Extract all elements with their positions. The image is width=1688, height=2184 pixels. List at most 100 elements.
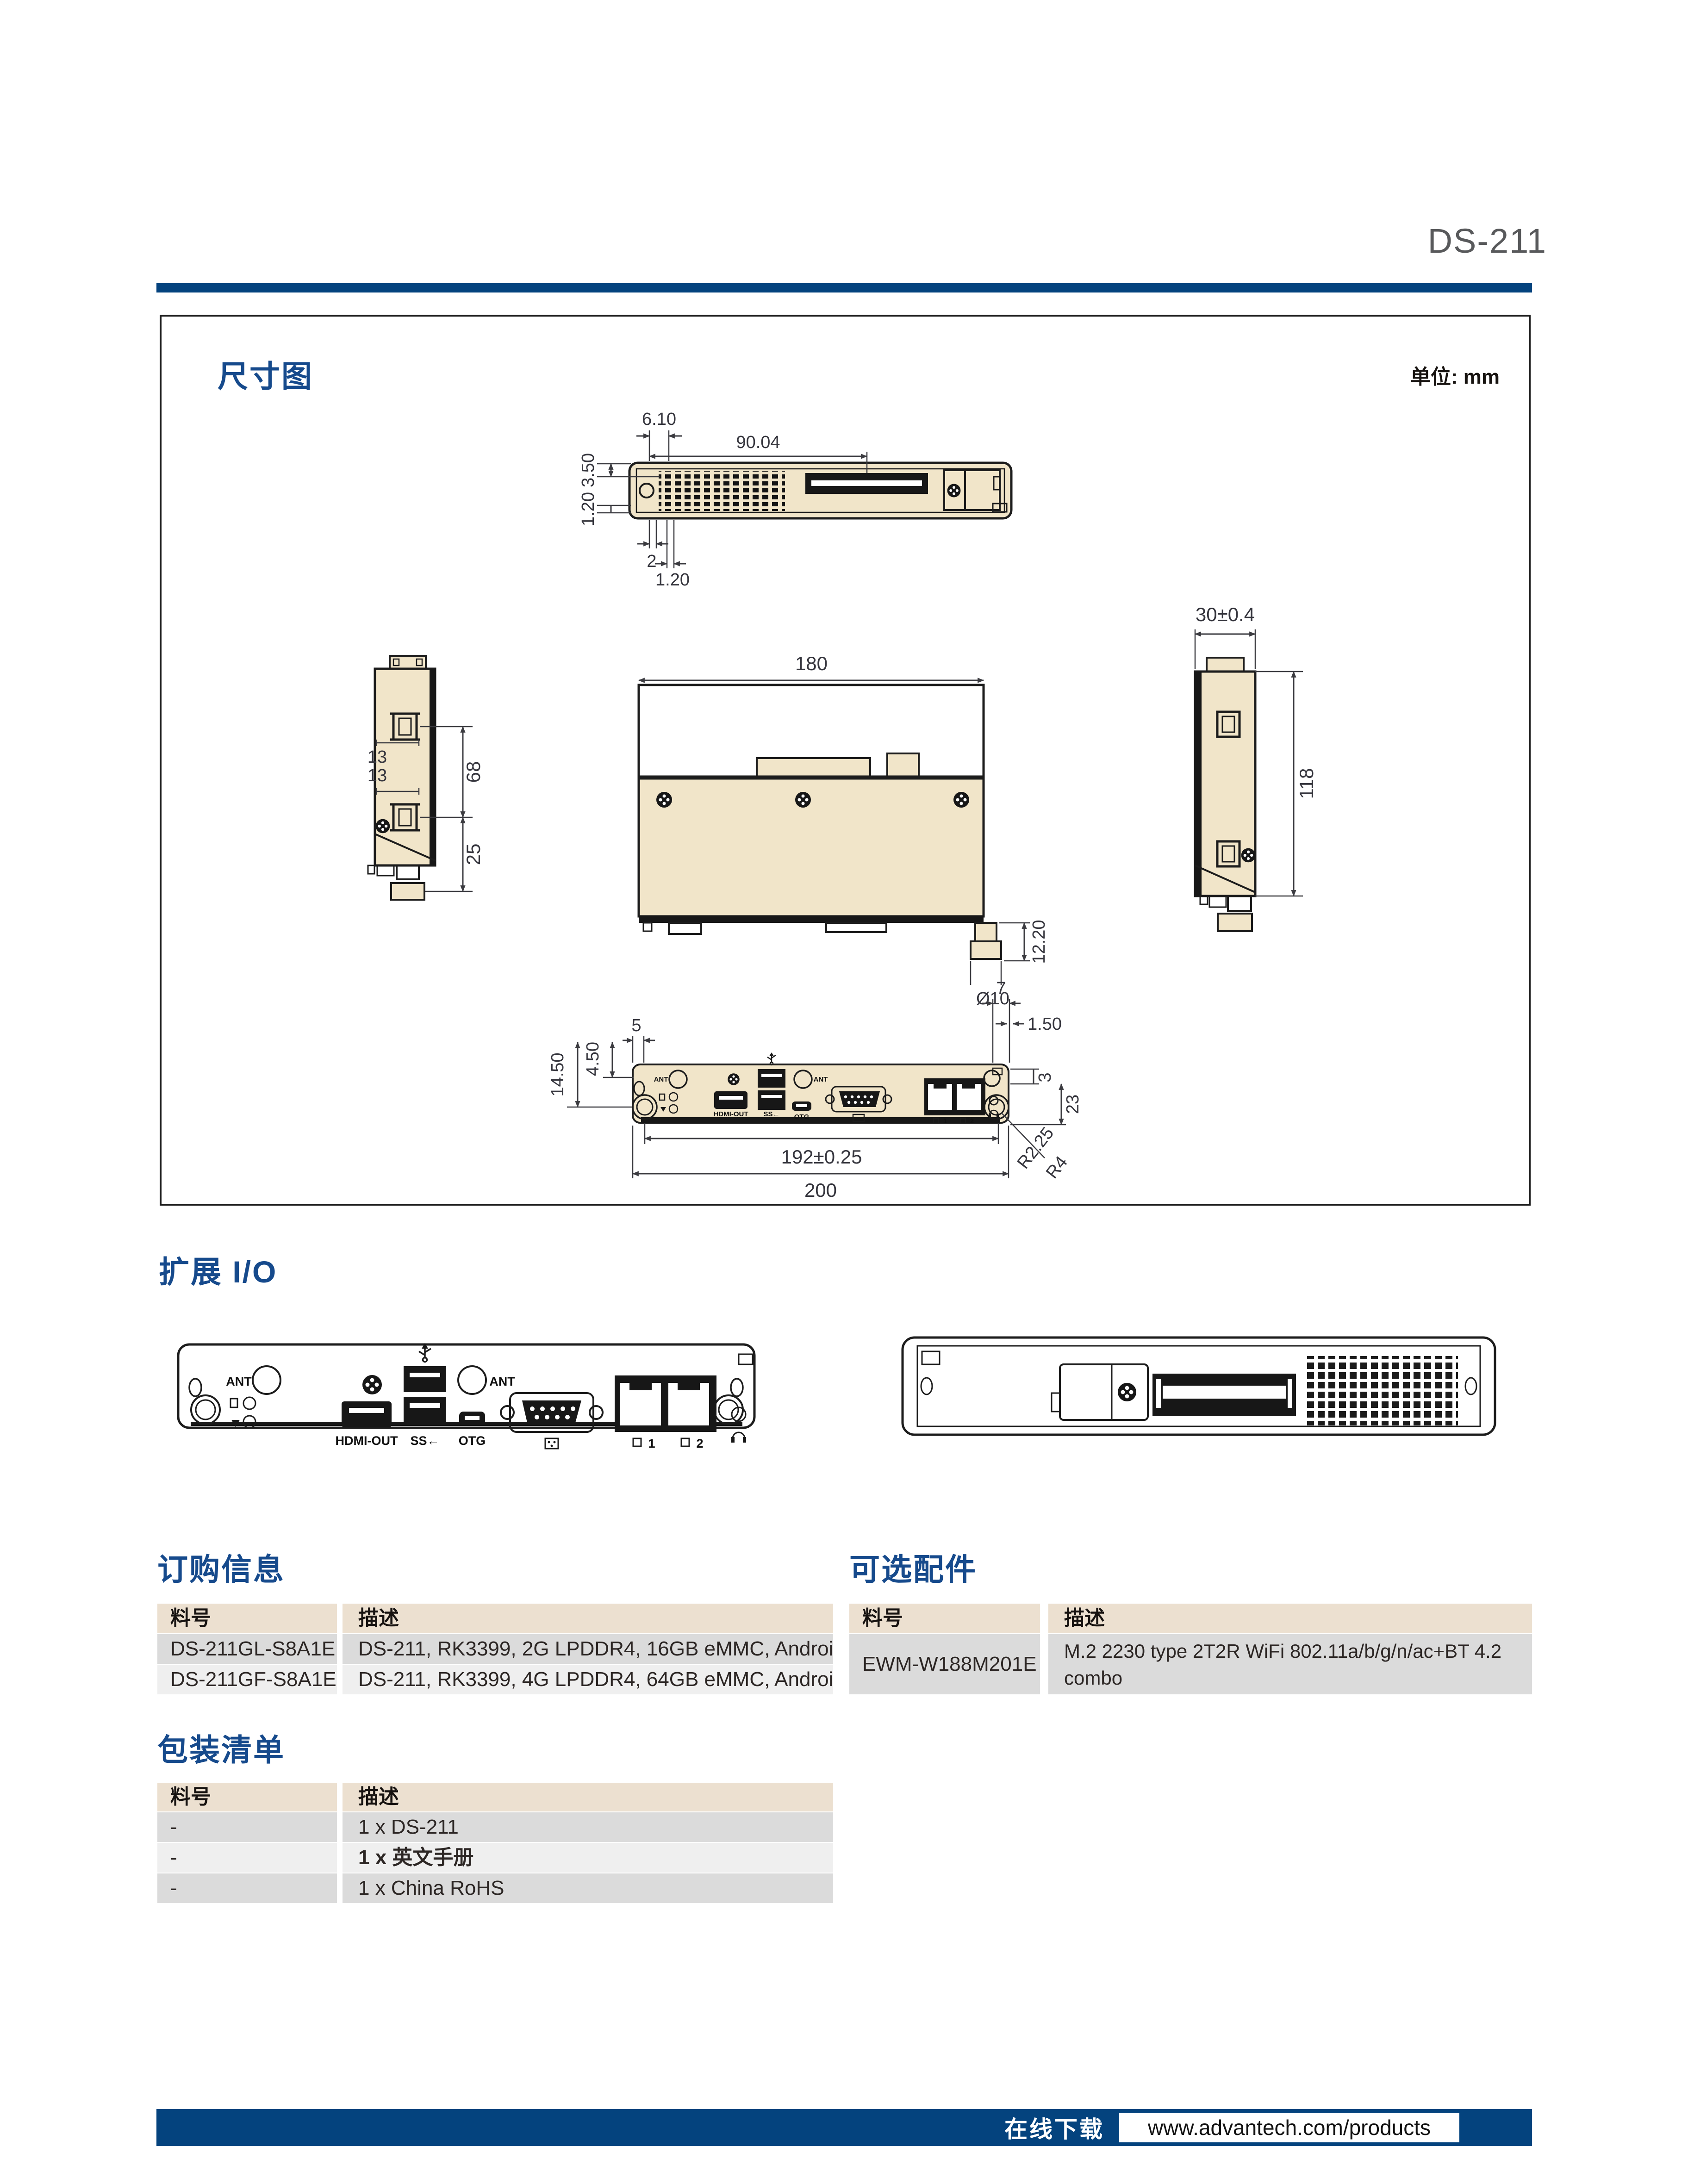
col-part-number: 料号 — [157, 1783, 337, 1811]
table-header: 料号 描述 — [849, 1604, 1532, 1633]
table-row: EWM-W188M201E M.2 2230 type 2T2R WiFi 80… — [849, 1634, 1532, 1694]
column-gap — [337, 1873, 343, 1903]
lan-ports: 1 2 — [924, 1078, 985, 1125]
dimension-drawings: 6.10 90.04 3.50 1.20 2 1.20 180 — [367, 410, 1317, 1201]
serial-icon — [544, 1437, 559, 1450]
table-header: 料号 描述 — [157, 1783, 833, 1811]
page-title: DS-211 — [1427, 222, 1547, 260]
usb3-port — [404, 1366, 446, 1392]
lan-icon — [933, 1117, 940, 1124]
column-gap — [337, 1604, 343, 1633]
lan1-label: 1 — [943, 1117, 947, 1125]
view-front: ANT HDMI-OUT SS← OTG ANT — [548, 979, 1083, 1201]
table-row: - 1 x DS-211 — [157, 1812, 833, 1842]
accessories-table: 料号 描述 EWM-W188M201E M.2 2230 type 2T2R W… — [849, 1604, 1532, 1695]
view-bottom: 6.10 90.04 3.50 1.20 2 1.20 — [579, 410, 1013, 590]
lan2-label: 2 — [696, 1437, 703, 1450]
screw-icon — [362, 1375, 382, 1394]
ordering-table: 料号 描述 DS-211GL-S8A1E DS-211, RK3399, 2G … — [157, 1604, 833, 1695]
part-number: DS-211GF-S8A1E — [157, 1665, 337, 1694]
table-row: - 1 x China RoHS — [157, 1873, 833, 1903]
ant2-label: ANT — [489, 1375, 515, 1388]
part-number: DS-211GL-S8A1E — [157, 1634, 337, 1664]
dimension-heading: 尺寸图 — [218, 359, 313, 393]
col-description: 描述 — [1048, 1604, 1532, 1633]
usb-icon — [418, 1343, 431, 1363]
dim-label-radius-b: R4 — [1042, 1153, 1071, 1182]
part-number: - — [157, 1873, 337, 1903]
col-part-number: 料号 — [849, 1604, 1040, 1633]
dim-label-front-a: 5 — [631, 1016, 641, 1035]
view-left-side: 13 13 68 25 — [367, 655, 484, 901]
column-gap — [337, 1665, 343, 1694]
table-row: DS-211GF-S8A1E DS-211, RK3399, 4G LPDDR4… — [157, 1665, 833, 1694]
hdmi-port — [342, 1401, 392, 1427]
description: DS-211, RK3399, 4G LPDDR4, 64GB eMMC, An… — [343, 1665, 833, 1694]
dim-label-lip: 3.50 — [579, 453, 598, 487]
dim-label-edge-b: 1.20 — [655, 570, 690, 590]
vent-grid — [1305, 1356, 1458, 1425]
ant-label: ANT — [654, 1076, 668, 1083]
io-heading: 扩展 I/O — [159, 1255, 278, 1289]
ant2-label: ANT — [814, 1076, 828, 1083]
screw-icon — [795, 792, 811, 808]
lan-ports: 1 2 — [615, 1375, 716, 1450]
download-label: 在线下载 — [1004, 2116, 1104, 2142]
serial-port — [500, 1392, 604, 1450]
lan-icon — [632, 1437, 642, 1447]
view-top: 180 12.20 Ø10 — [637, 653, 1049, 1008]
packing-table: 料号 描述 - 1 x DS-211 - 1 x 英文手册 - 1 x Chin… — [157, 1783, 833, 1904]
column-gap — [337, 1634, 343, 1664]
lan1-label: 1 — [648, 1437, 655, 1450]
col-part-number: 料号 — [157, 1604, 337, 1633]
screw-icon — [953, 792, 969, 808]
serial-icon — [852, 1114, 865, 1122]
unit-label: 单位: mm — [1410, 366, 1500, 388]
usb3-label: SS← — [763, 1110, 779, 1118]
otg-label: OTG — [459, 1434, 486, 1448]
description: 1 x 英文手册 — [343, 1843, 833, 1873]
accessories-heading: 可选配件 — [849, 1552, 977, 1587]
dim-label-foot-offset: 25 — [462, 844, 484, 865]
dim-label-width: 180 — [795, 653, 828, 674]
dim-label-bracket-bottom: 13 — [367, 766, 387, 785]
table-row: DS-211GL-S8A1E DS-211, RK3399, 2G LPDDR4… — [157, 1634, 833, 1664]
dim-label-vent-offset: 6.10 — [642, 410, 676, 429]
screw-icon — [375, 819, 390, 834]
usb3-port — [758, 1069, 785, 1088]
usb2-port — [404, 1397, 446, 1425]
view-right-side: 30±0.4 118 — [1194, 604, 1317, 932]
column-gap — [1040, 1634, 1048, 1694]
part-number: - — [157, 1843, 337, 1873]
description: 1 x DS-211 — [343, 1812, 833, 1842]
lan-icon — [959, 1117, 966, 1124]
screw-icon — [656, 792, 672, 808]
edge-connector — [1152, 1374, 1296, 1416]
ant-label: ANT — [226, 1375, 252, 1388]
dim-label-front-c: 14.50 — [548, 1052, 567, 1096]
header-rule — [156, 283, 1532, 292]
dim-label-bracket-top: 13 — [367, 747, 387, 767]
url-box[interactable]: www.advantech.com/products — [1119, 2113, 1459, 2142]
usb-icon — [767, 1052, 776, 1066]
hdmi-port — [714, 1091, 747, 1109]
hdmi-label: HDMI-OUT — [714, 1110, 748, 1118]
dim-label-connector-span: 90.04 — [736, 433, 780, 452]
usb3-label: SS← — [410, 1434, 439, 1448]
description-line1: M.2 2230 type 2T2R WiFi 802.11a/b/g/n/ac… — [1064, 1640, 1502, 1689]
dim-label-edge-a: 1.20 — [579, 492, 598, 526]
vent-grid — [659, 471, 785, 511]
table-row: - 1 x 英文手册 — [157, 1843, 833, 1873]
footer-url[interactable]: www.advantech.com/products — [1147, 2116, 1431, 2140]
footer-bar: 在线下载 www.advantech.com/products — [156, 2109, 1532, 2146]
io-rear-panel — [901, 1336, 1496, 1436]
part-number: - — [157, 1812, 337, 1842]
screw-icon — [1241, 848, 1256, 863]
col-description: 描述 — [343, 1783, 833, 1811]
headset-icon — [989, 1109, 999, 1117]
column-gap — [337, 1843, 343, 1873]
dim-label-front-lip: 1.50 — [1028, 1014, 1062, 1034]
headset-icon — [731, 1431, 746, 1443]
hdmi-label: HDMI-OUT — [336, 1434, 398, 1448]
screw-icon — [947, 484, 961, 498]
